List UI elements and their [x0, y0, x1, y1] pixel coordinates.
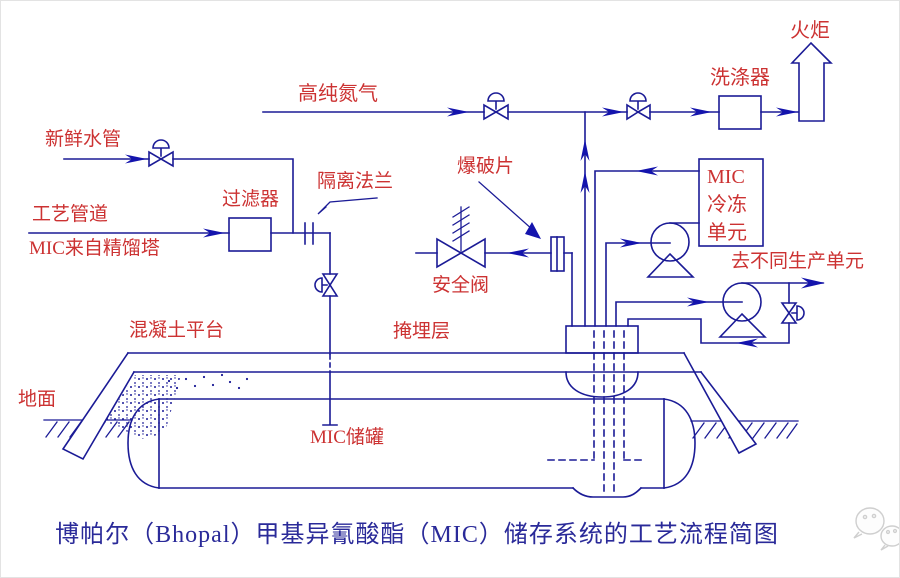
label-process-pipe: 工艺管道 — [32, 204, 109, 225]
piping — [28, 111, 824, 426]
nitrogen-valve-1 — [483, 92, 509, 121]
fresh-water-valve — [148, 139, 174, 168]
refrigeration-unit-line2: 冷冻 — [707, 194, 747, 216]
label-concrete-platform: 混凝土平台 — [129, 320, 225, 341]
refrigeration-unit-box — [698, 158, 764, 247]
label-filter: 过滤器 — [222, 189, 280, 210]
isolation-flange-symbol — [304, 222, 314, 245]
refrigeration-unit-text: MIC 冷冻 单元 — [707, 163, 747, 247]
mic-storage-tank — [127, 398, 696, 498]
label-scrubber: 洗涤器 — [710, 67, 770, 89]
label-buried-layer: 掩埋层 — [393, 321, 451, 342]
label-mic-tank: MIC储罐 — [310, 427, 384, 448]
watermark-chat-icon — [853, 507, 899, 551]
refrigeration-unit-line3: 单元 — [707, 222, 747, 244]
flow-arrows — [125, 107, 825, 348]
label-flare: 火炬 — [790, 20, 830, 42]
nitrogen-valve-2 — [626, 92, 651, 121]
isolation-flange-leader — [317, 197, 378, 215]
refrigeration-unit-line1: MIC — [707, 166, 745, 188]
label-mic-from-tower: MIC来自精馏塔 — [29, 238, 160, 259]
ramp-left — [61, 351, 136, 461]
nozzle-box — [565, 325, 639, 354]
scrubber-box — [718, 95, 762, 130]
label-safety-valve: 安全阀 — [432, 275, 490, 296]
rupture-disc-symbol — [550, 236, 565, 272]
rupture-disc-leader — [478, 181, 534, 231]
label-ground: 地面 — [18, 389, 57, 410]
flare-stack-arrow — [790, 41, 833, 122]
concrete-platform-lines — [127, 352, 702, 373]
gravel-stipple — [105, 373, 249, 439]
ramp-right — [682, 351, 758, 455]
label-to-production: 去不同生产单元 — [731, 251, 865, 272]
label-nitrogen: 高纯氮气 — [298, 83, 378, 105]
manway-dome — [565, 371, 639, 398]
safety-valve-symbol — [436, 206, 486, 269]
recirculation-valve — [780, 302, 805, 324]
label-isolation-flange: 隔离法兰 — [317, 171, 394, 192]
diagram-title: 博帕尔（Bhopal）甲基异氰酸酯（MIC）储存系统的工艺流程简图 — [55, 522, 779, 548]
circulation-pump-1 — [646, 222, 695, 278]
transfer-pump-2 — [718, 282, 767, 338]
label-rupture-disc: 爆破片 — [457, 156, 515, 177]
filter-box — [228, 217, 272, 252]
label-fresh-water: 新鲜水管 — [45, 129, 122, 150]
tank-sump — [571, 486, 643, 498]
mic-feed-valve — [314, 273, 339, 297]
dip-tubes — [547, 330, 643, 496]
